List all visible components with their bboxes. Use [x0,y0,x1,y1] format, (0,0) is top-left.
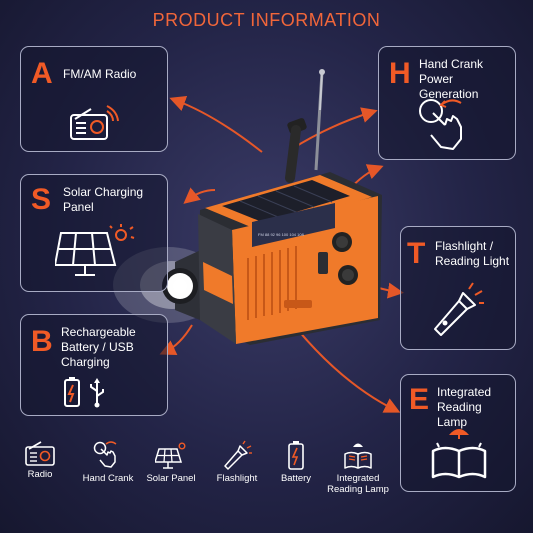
feature-letter-t: T [407,237,426,270]
feature-card-solar: S Solar Charging Panel [20,174,168,292]
bottom-label-reading-lamp: Integrated Reading Lamp [327,473,389,495]
reading-lamp-icon [343,440,373,470]
bottom-item-flashlight: Flashlight [212,440,262,484]
feature-card-flashlight: T Flashlight / Reading Light [400,226,516,350]
bottom-item-radio: Radio [18,440,62,480]
bottom-item-reading-lamp: Integrated Reading Lamp [322,440,394,495]
feature-label-solar: Solar Charging Panel [63,185,144,214]
feature-letter-h: H [389,57,411,90]
feature-letter-a: A [31,57,53,90]
solar-panel-icon [55,223,135,279]
bottom-item-solar-panel: Solar Panel [142,440,200,484]
flashlight-icon [222,440,252,470]
bottom-label-battery: Battery [280,473,312,484]
hand-crank-icon [417,95,477,155]
feature-card-battery: B Rechargeable Battery / USB Charging [20,314,168,416]
battery-usb-icon [61,377,121,409]
battery-icon [287,440,305,470]
feature-label-flashlight: Flashlight / Reading Light [435,239,510,268]
flashlight-icon [429,281,485,337]
feature-letter-b: B [31,325,53,358]
bottom-label-solar-panel: Solar Panel [146,473,196,484]
feature-card-radio: A FM/AM Radio [20,46,168,152]
bottom-label-radio: Radio [27,469,53,480]
radio-icon [69,105,119,141]
bottom-label-hand-crank: Hand Crank [82,473,134,484]
feature-label-battery: Rechargeable Battery / USB Charging [61,325,136,369]
feature-letter-e: E [409,383,430,416]
feature-card-lamp: E Integrated Reading Lamp [400,374,516,492]
feature-card-crank: H Hand Crank Power Generation [378,46,516,160]
feature-label-radio: FM/AM Radio [63,67,137,81]
bottom-label-flashlight: Flashlight [216,473,258,484]
solar-panel-icon [155,440,187,470]
bottom-item-battery: Battery [274,440,318,484]
page-title: PRODUCT INFORMATION [152,10,381,30]
reading-lamp-icon [429,423,489,483]
hand-crank-icon [93,440,123,470]
feature-label-lamp: Integrated Reading Lamp [437,385,492,429]
bottom-item-hand-crank: Hand Crank [80,440,136,484]
svg-text:FM 88 92 96 100 104 108: FM 88 92 96 100 104 108 [258,232,305,237]
radio-icon [25,440,55,466]
feature-letter-s: S [31,183,52,216]
feature-label-crank: Hand Crank Power Generation [419,57,484,101]
